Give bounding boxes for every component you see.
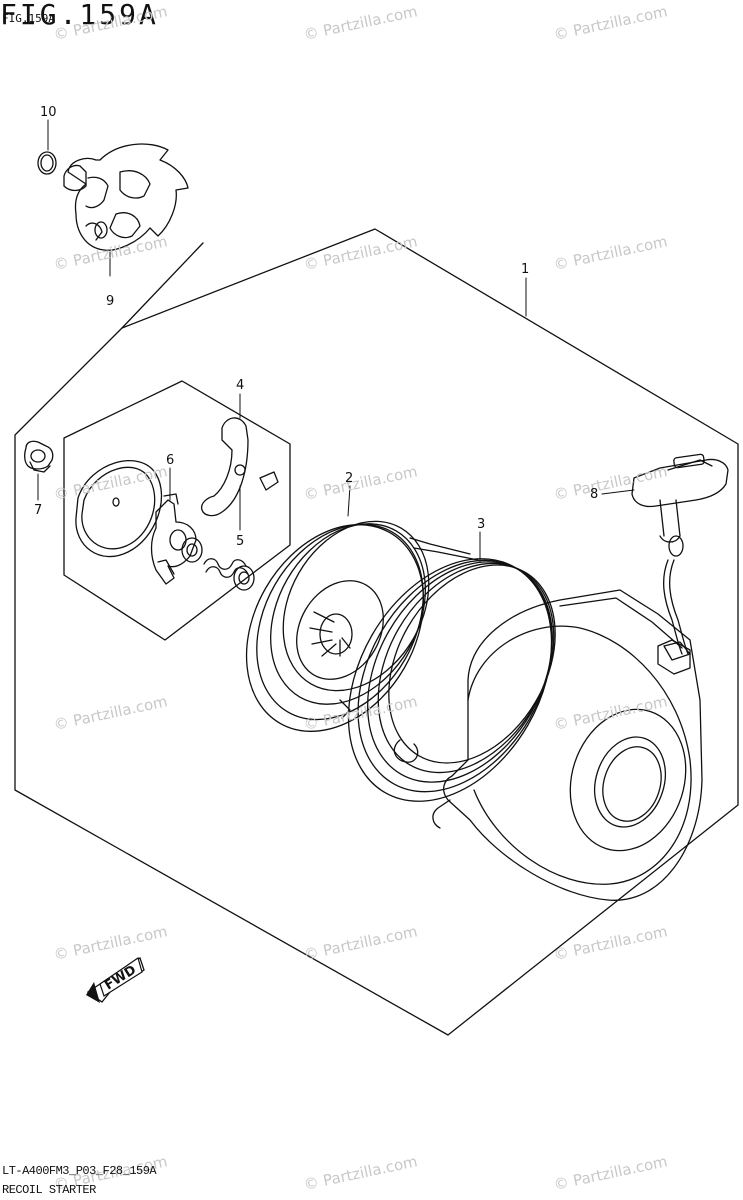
watermark-text: © Partzilla.com	[52, 2, 169, 44]
o-ring-part	[37, 151, 57, 175]
sub-assembly-box	[63, 380, 291, 641]
watermark-text: © Partzilla.com	[552, 462, 669, 504]
callout-9: 9	[106, 294, 114, 309]
watermark-text: © Partzilla.com	[552, 1152, 669, 1194]
watermark-text: © Partzilla.com	[302, 2, 419, 44]
callout-10: 10	[40, 105, 57, 120]
spring-washer-set	[181, 537, 255, 591]
leader-lines	[37, 119, 635, 563]
callout-1: 1	[521, 262, 529, 277]
watermark-text: © Partzilla.com	[52, 462, 169, 504]
friction-plate	[75, 459, 163, 558]
callout-8: 8	[590, 487, 598, 502]
watermark-text: © Partzilla.com	[52, 922, 169, 964]
watermark-text: © Partzilla.com	[552, 2, 669, 44]
callout-7: 7	[34, 503, 42, 518]
leader-line	[121, 242, 204, 329]
assembly-outline-box	[14, 228, 739, 1036]
fwd-arrow	[86, 956, 145, 1003]
ratchet-hub-part	[63, 143, 189, 251]
starter-case-part	[432, 589, 703, 901]
recoil-spring-part	[347, 558, 556, 802]
watermark-text: © Partzilla.com	[302, 922, 419, 964]
callout-4: 4	[236, 378, 244, 393]
callout-2: 2	[345, 471, 353, 486]
watermark-text: © Partzilla.com	[552, 692, 669, 734]
callout-numbers: 10 9 1 4 6 7 5 2 3 8	[34, 105, 598, 549]
watermark-text: © Partzilla.com	[302, 462, 419, 504]
watermark-text: © Partzilla.com	[302, 232, 419, 274]
figure-sub-id: FIG.159A	[2, 12, 55, 25]
model-code: LT-A400FM3_P03_F28_159A	[2, 1164, 157, 1178]
callout-3: 3	[477, 517, 485, 532]
figure-caption: RECOIL STARTER	[2, 1183, 96, 1197]
starter-handle-part	[631, 453, 729, 661]
watermark-text: © Partzilla.com	[552, 232, 669, 274]
figure-title: FIG.159A	[0, 0, 159, 31]
ratchet-pawl-part	[200, 417, 279, 517]
callout-6: 6	[166, 453, 174, 468]
starter-reel-part	[245, 520, 479, 732]
watermark-text: © Partzilla.com	[552, 922, 669, 964]
watermark-layer: © Partzilla.com © Partzilla.com © Partzill…	[52, 2, 669, 1194]
callout-5: 5	[236, 534, 244, 549]
bolt-part	[24, 440, 54, 473]
watermark-text: © Partzilla.com	[52, 232, 169, 274]
watermark-text: © Partzilla.com	[302, 692, 419, 734]
fwd-label: FWD	[102, 963, 139, 994]
watermark-text: © Partzilla.com	[52, 692, 169, 734]
watermark-text: © Partzilla.com	[302, 1152, 419, 1194]
